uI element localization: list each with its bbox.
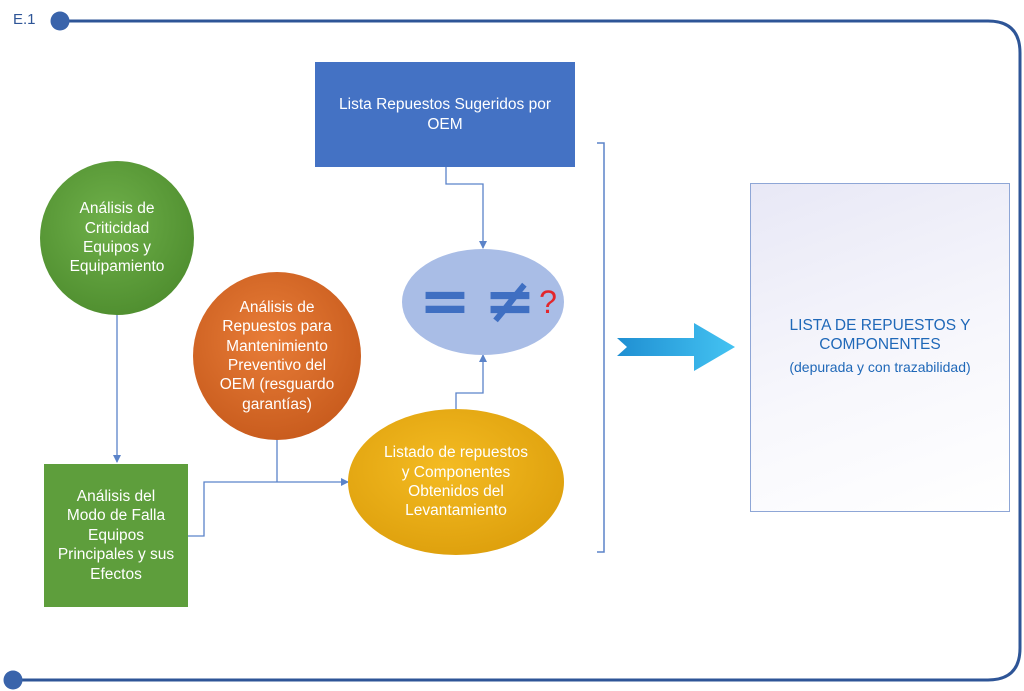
not-equal-symbol: ≠ — [484, 264, 536, 337]
oem-list-box — [315, 62, 575, 167]
output-subtitle: (depurada y con trazabilidad) — [789, 359, 971, 375]
connector-oem-to-compare — [445, 167, 487, 249]
frame-end-dot — [3, 670, 23, 690]
preventive-label: Análisis de Repuestos para Mantenimiento… — [219, 298, 335, 413]
output-box — [750, 183, 1010, 512]
step-label: E.1 — [13, 11, 36, 28]
criticality-label: Análisis de Criticidad Equipos y Equipam… — [69, 200, 165, 276]
criticality-circle — [40, 161, 194, 315]
result-arrow — [617, 323, 735, 371]
connector-fmea-to-survey — [188, 478, 349, 537]
equal-symbol: = — [419, 264, 471, 337]
frame-line — [10, 19, 1022, 682]
fmea-label: Análisis del Modo de Falla Equipos Princ… — [57, 488, 175, 583]
survey-label: Listado de repuestos y Componentes Obten… — [384, 444, 528, 520]
preventive-circle — [193, 272, 361, 440]
output-title: LISTA DE REPUESTOS Y COMPONENTES — [789, 317, 971, 354]
question-mark: ? — [539, 284, 557, 320]
oem-list-label: Lista Repuestos Sugeridos por OEM — [339, 96, 551, 133]
survey-ellipse — [348, 409, 564, 555]
frame-start-dot — [50, 11, 70, 31]
grouping-bracket — [597, 142, 605, 553]
compare-ellipse — [402, 249, 564, 355]
fmea-box — [44, 464, 188, 607]
connector-survey-to-compare — [455, 354, 487, 409]
